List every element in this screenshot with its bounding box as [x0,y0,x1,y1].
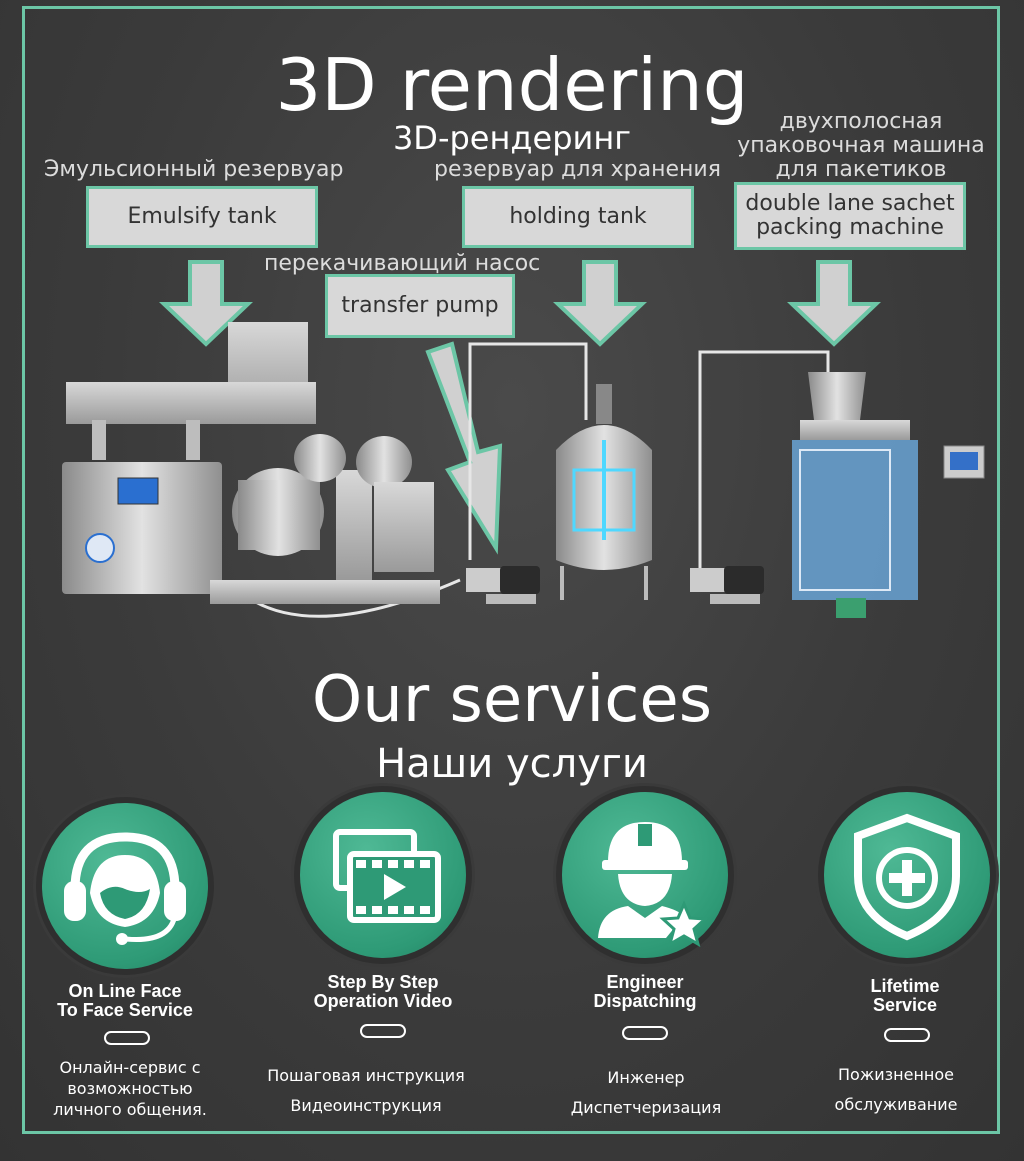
video-play-icon [333,829,441,923]
frame-border [22,6,1000,1134]
arrow-emulsify [159,260,253,347]
service-4-pill [884,1028,930,1042]
service-4-title: Lifetime Service [870,976,940,1015]
emulsify-machine [62,322,440,604]
transfer-pump-label: transfer pump [325,274,515,338]
emulsify-tank-label: Emulsify tank [86,186,318,248]
main-subtitle: 3D-рендеринг [392,119,632,157]
service-1-pill [104,1031,150,1045]
service-4-description: Пожизненное обслуживание [834,1065,958,1114]
service-3-description: Инженер Диспетчеризация [570,1068,722,1117]
headset-support-icon [64,832,186,945]
service-1-title: On Line Face To Face Service [57,981,193,1020]
service-4-circle [824,792,990,958]
service-2-circle [300,792,466,958]
pump-2 [690,566,764,604]
transfer-ru-label: перекачивающий насос [264,251,541,276]
service-1-circle [42,803,208,969]
emulsify-ru-label: Эмульсионный резервуар [44,157,344,182]
service-2-pill [360,1024,406,1038]
services-title: Our services [311,663,713,737]
holding-tank [556,384,652,600]
engineer-helmet-icon [598,822,709,948]
packing-machine [792,372,985,618]
service-3-circle [562,792,728,958]
main-title: 3D rendering [275,43,749,127]
arrow-packing [787,260,881,347]
shield-plus-icon [854,813,960,941]
packing-ru-label: двухполосная упаковочная машина для паке… [737,109,985,182]
arrow-transfer [425,341,503,555]
machinery-illustration [62,260,985,618]
packing-machine-label: double lane sachet packing machine [734,182,966,250]
service-3-pill [622,1026,668,1040]
services-subtitle: Наши услуги [376,741,648,787]
holding-ru-label: резервуар для хранения [434,157,721,182]
service-2-description: Пошаговая инструкция Видеоинструкция [267,1066,465,1115]
holding-tank-label: holding tank [462,186,694,248]
service-3-title: Engineer Dispatching [593,972,697,1011]
service-2-title: Step By Step Operation Video [313,972,453,1011]
arrow-holding [553,260,647,347]
pump-1 [466,566,540,604]
service-1-description: Онлайн-сервис с возможностью личного общ… [53,1058,207,1119]
